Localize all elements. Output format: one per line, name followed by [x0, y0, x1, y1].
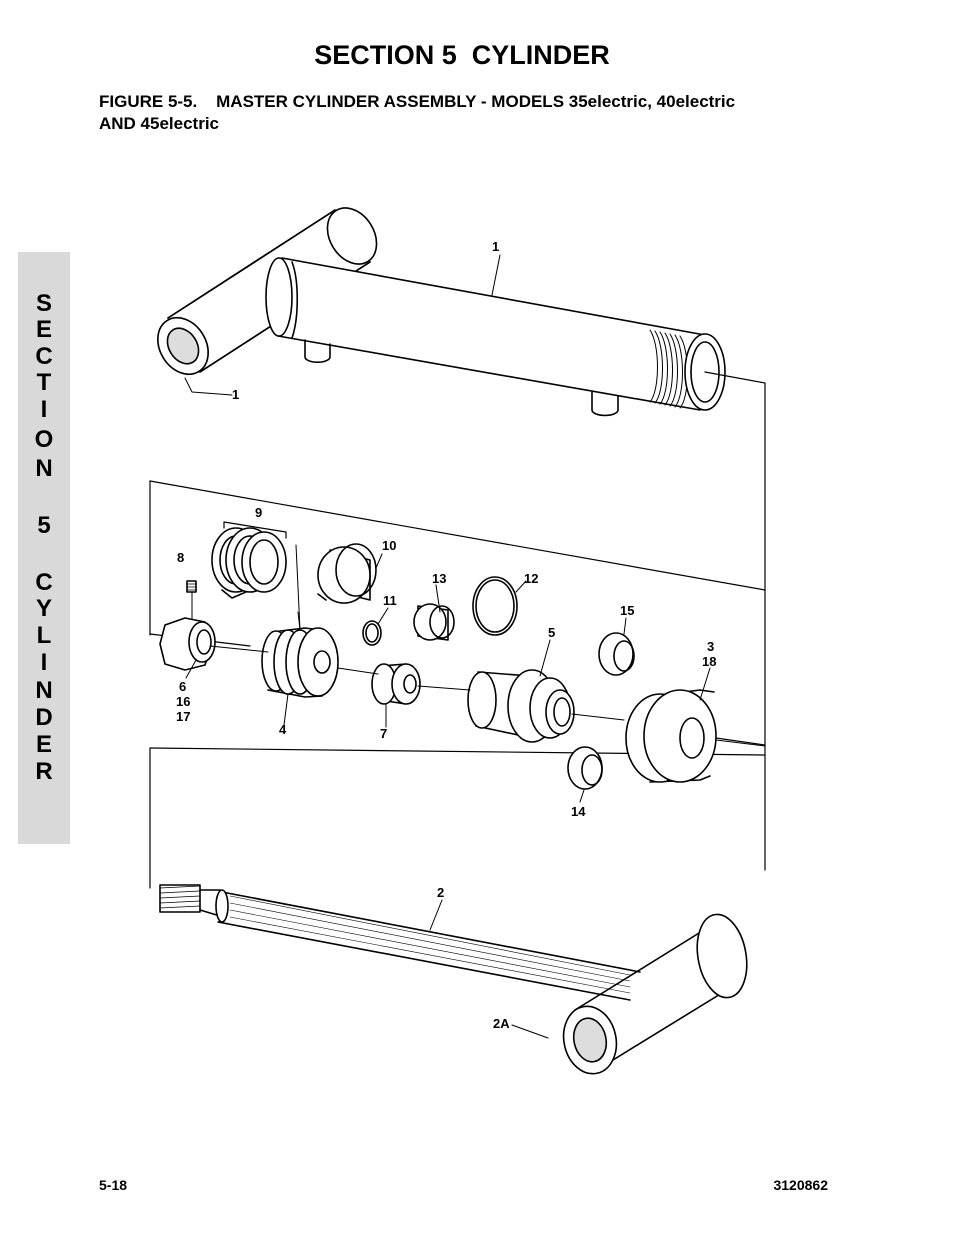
- part-2-piston-rod: [159, 884, 748, 1075]
- callout-2a: 2A: [493, 1016, 510, 1031]
- callout-16: 16: [176, 694, 190, 709]
- side-tab-letter: C: [35, 343, 53, 370]
- part-3-cap: [625, 689, 717, 783]
- callout-5: 5: [548, 625, 555, 640]
- side-tab-letter: N: [35, 677, 53, 704]
- document-number: 3120862: [773, 1177, 828, 1193]
- side-tab-letter: O: [34, 426, 54, 453]
- part-14-rod-seal: [567, 746, 603, 790]
- page-number: 5-18: [99, 1177, 128, 1193]
- part-7-spacer: [371, 663, 421, 705]
- side-tab-letter: 5: [37, 512, 51, 539]
- side-tab-letter: C: [35, 569, 53, 596]
- part-11-o-ring: [362, 620, 382, 646]
- side-tab-letter: Y: [35, 595, 52, 622]
- side-tab-letter: I: [40, 649, 48, 676]
- callout-15: 15: [620, 603, 634, 618]
- assembly-axis-line: [209, 645, 766, 747]
- side-tab-letter: R: [35, 758, 53, 785]
- figure-title: FIGURE 5-5. MASTER CYLINDER ASSEMBLY - M…: [99, 92, 736, 133]
- callout-17: 17: [176, 709, 190, 724]
- callout-6: 6: [179, 679, 186, 694]
- part-9-wiper-seal: [211, 521, 287, 599]
- part-15-rod-wiper: [598, 632, 635, 676]
- callout-1-top: 1: [492, 239, 499, 254]
- section-title: SECTION 5 CYLINDER: [314, 40, 610, 70]
- part-13-backup-ring: [413, 603, 455, 641]
- callout-14: 14: [571, 804, 586, 819]
- part-8-set-screw: [186, 580, 197, 623]
- callout-2: 2: [437, 885, 444, 900]
- side-tab-letter: N: [35, 455, 53, 482]
- side-tab-letter: T: [36, 369, 52, 396]
- callout-7: 7: [380, 726, 387, 741]
- part-6-lock-nut: [159, 617, 216, 671]
- callout-8: 8: [177, 550, 184, 565]
- callout-9: 9: [255, 505, 262, 520]
- callout-12: 12: [524, 571, 538, 586]
- part-10-bushing: [317, 543, 377, 604]
- part-12-o-ring: [472, 576, 518, 636]
- part-4-piston: [261, 627, 339, 698]
- callout-1-left: 1: [232, 387, 239, 402]
- side-tab-letter: D: [35, 704, 53, 731]
- side-tab-letter: S: [35, 290, 52, 317]
- side-tab-letter: E: [35, 731, 52, 758]
- callout-3: 3: [707, 639, 714, 654]
- part-5-cylinder-head: [467, 669, 575, 743]
- cylinder-barrel: [157, 207, 766, 756]
- callout-leader-lines: [184, 254, 711, 1039]
- callout-13: 13: [432, 571, 446, 586]
- side-tab-letter: I: [40, 396, 48, 423]
- side-tab-letter: E: [35, 316, 52, 343]
- callout-10: 10: [382, 538, 396, 553]
- callout-11: 11: [383, 593, 397, 608]
- callout-4: 4: [279, 722, 287, 737]
- side-tab-letter: L: [36, 622, 52, 649]
- callout-18: 18: [702, 654, 716, 669]
